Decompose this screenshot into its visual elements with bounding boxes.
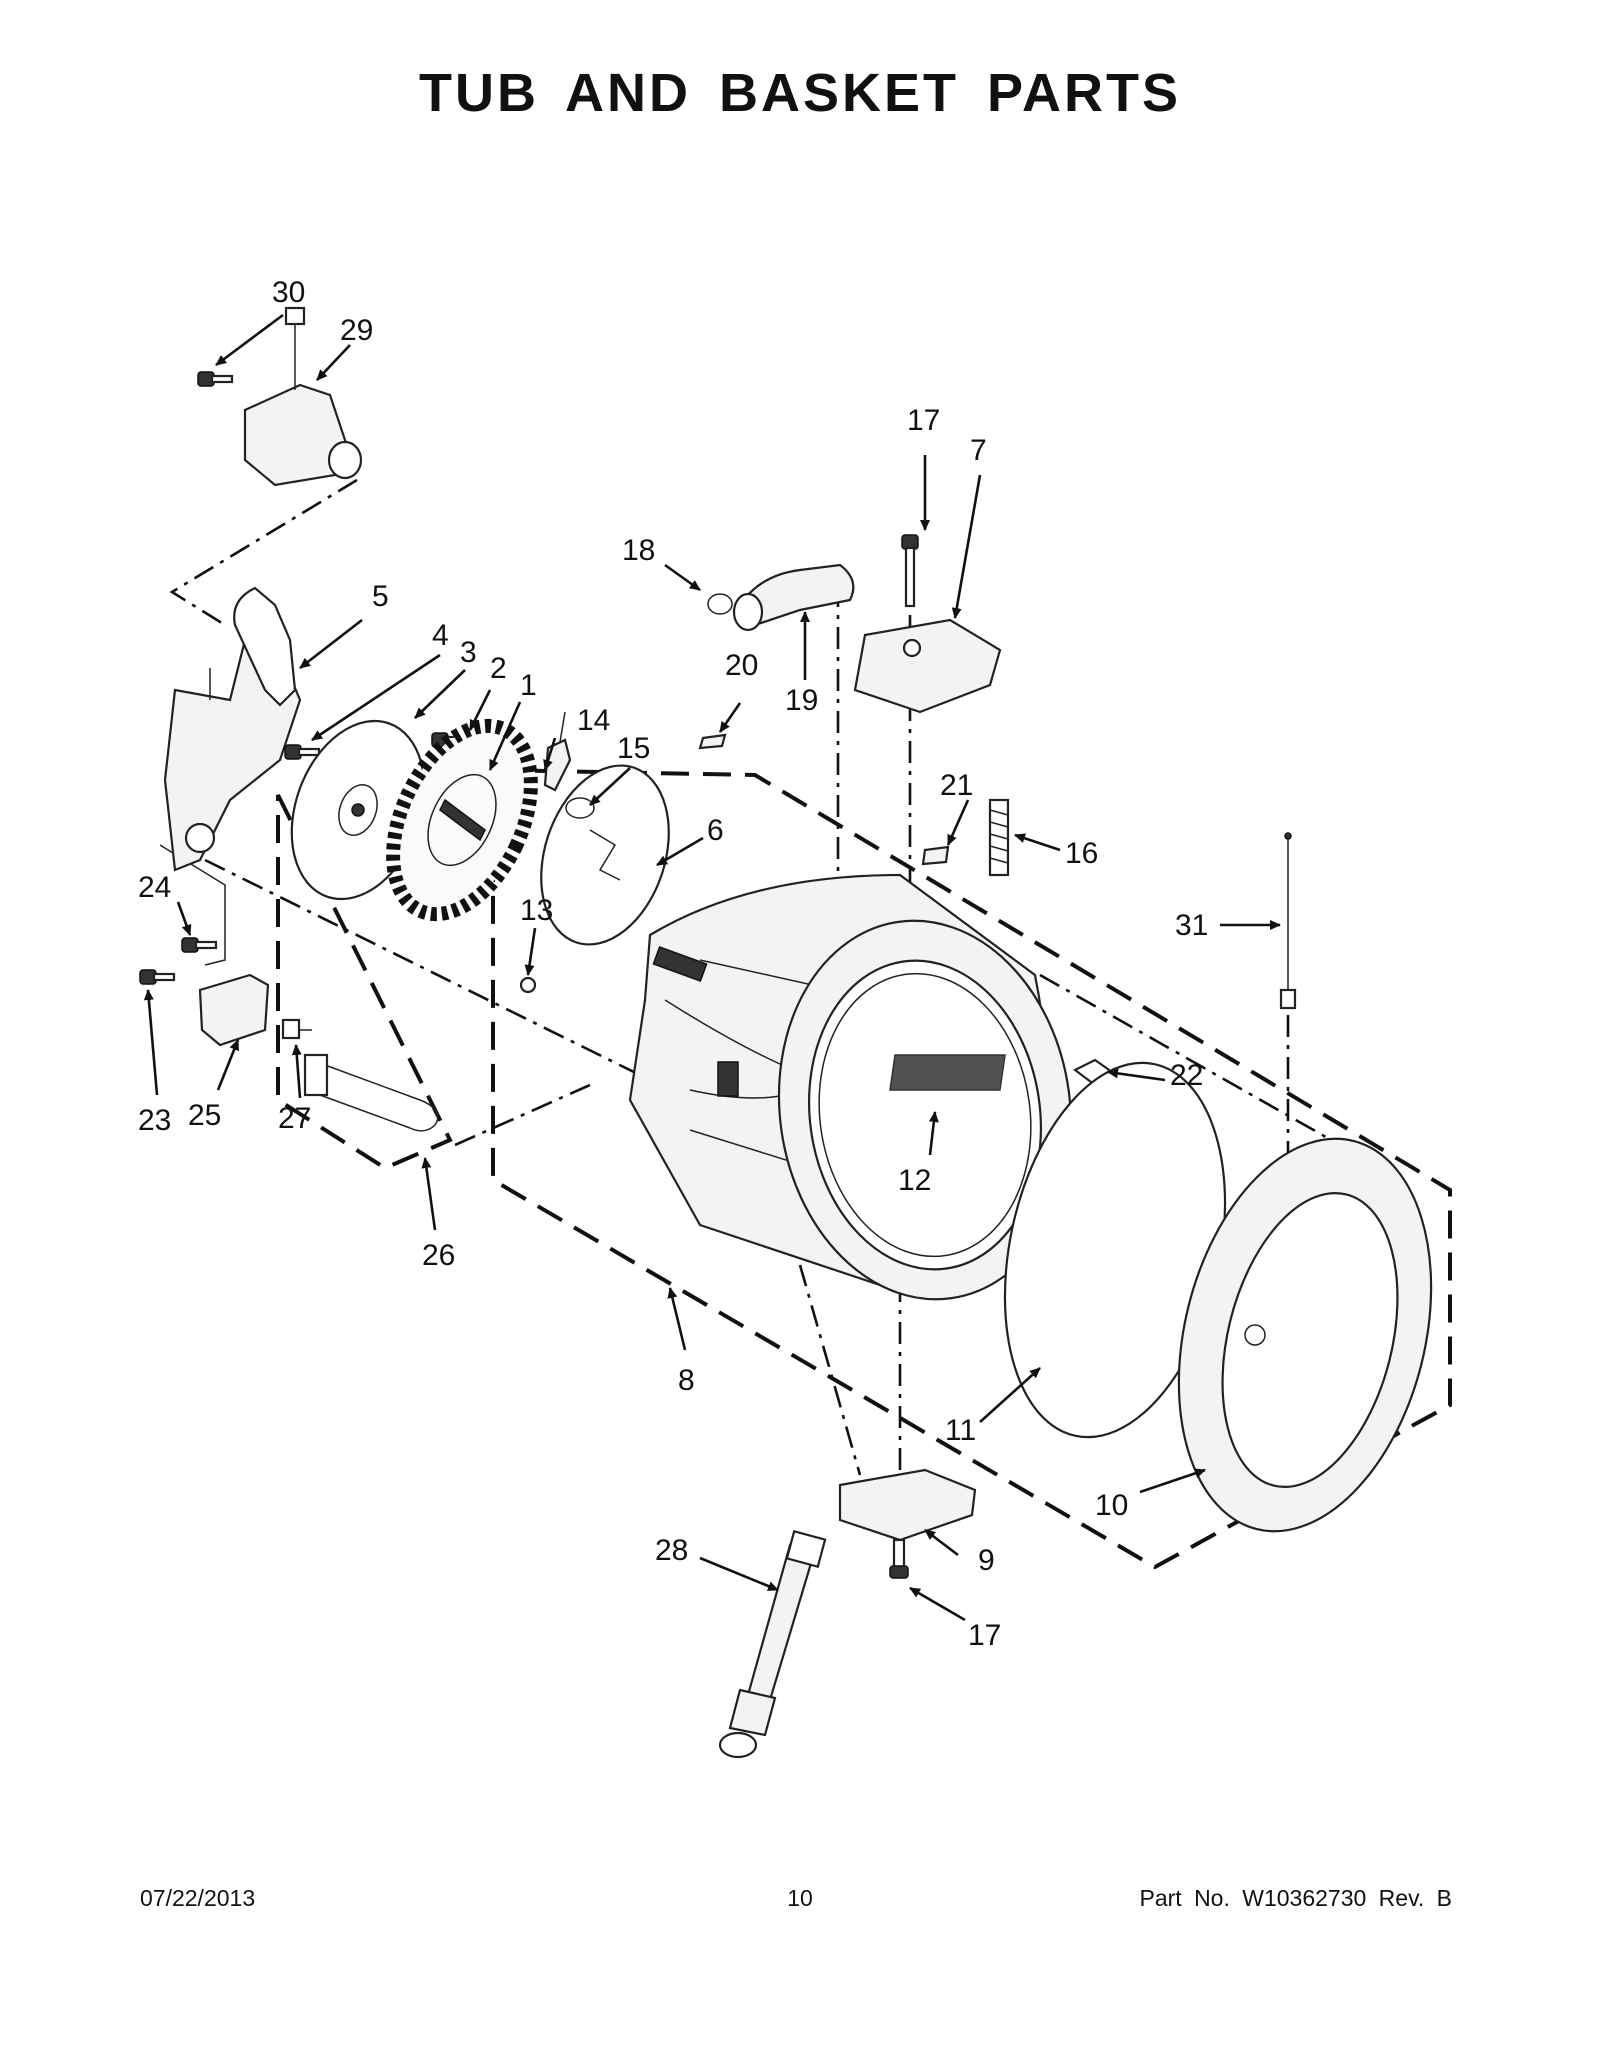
bolt-17-bottom <box>889 1538 909 1579</box>
heater-axis-line <box>454 1083 591 1147</box>
nut-13 <box>519 976 537 994</box>
callout-9: 9 <box>978 1544 995 1577</box>
callout-28: 28 <box>655 1534 688 1567</box>
callout-3: 3 <box>460 636 477 669</box>
callout-21: 21 <box>940 769 973 802</box>
callout-16: 16 <box>1065 837 1098 870</box>
shaft-alignment-line <box>798 1264 862 1476</box>
callout-27: 27 <box>278 1102 311 1135</box>
screw-23 <box>139 969 176 985</box>
callout-17-top: 17 <box>907 404 940 437</box>
foot-9 <box>838 1468 977 1542</box>
callout-8: 8 <box>678 1364 695 1397</box>
callout-4: 4 <box>432 619 449 652</box>
callout-5: 5 <box>372 580 389 613</box>
leader-arrows <box>143 313 1281 1622</box>
heater-outline <box>276 794 453 1171</box>
tub-weight-part <box>853 618 1002 714</box>
temp-sensor-27 <box>281 1018 312 1040</box>
callout-23: 23 <box>138 1104 171 1137</box>
clip-20 <box>698 733 727 750</box>
page-title: TUB AND BASKET PARTS <box>419 63 1181 123</box>
callout-20: 20 <box>725 649 758 682</box>
callout-25: 25 <box>188 1099 221 1132</box>
callout-11: 11 <box>945 1414 976 1447</box>
stator-part <box>386 718 538 922</box>
footer-part-number: Part No. W10362730 Rev. B <box>1139 1885 1453 1911</box>
clip-21 <box>921 845 950 866</box>
footer-page-number: 10 <box>787 1885 813 1911</box>
callout-17-bottom: 17 <box>968 1619 1001 1652</box>
drain-hose-part <box>707 563 855 632</box>
baffle-12 <box>889 1054 1006 1091</box>
callout-labels: 1 2 3 4 5 6 7 8 9 10 11 12 13 14 15 16 1… <box>138 276 1208 1652</box>
heater-bracket-25 <box>198 973 270 1047</box>
bolt-17-top <box>901 534 919 608</box>
tub-assembly-outline <box>491 767 1452 1570</box>
footer-date: 07/22/2013 <box>140 1885 256 1911</box>
callout-24: 24 <box>138 871 171 904</box>
heater-26 <box>303 1053 439 1132</box>
callout-2: 2 <box>490 652 507 685</box>
fastener-bracket <box>159 844 226 966</box>
callout-31: 31 <box>1175 909 1208 942</box>
wire-harness-14 <box>543 711 572 792</box>
callout-18: 18 <box>622 534 655 567</box>
sensor-31 <box>1279 832 1297 1010</box>
callout-15: 15 <box>617 732 650 765</box>
callout-6: 6 <box>707 814 724 847</box>
callout-13: 13 <box>520 894 553 927</box>
callout-29: 29 <box>340 314 373 347</box>
callout-12: 12 <box>898 1164 931 1197</box>
callout-1: 1 <box>520 669 537 702</box>
callout-26: 26 <box>422 1239 455 1272</box>
screw-24 <box>181 937 218 953</box>
drain-hose-bracket-part <box>163 586 302 872</box>
callout-22: 22 <box>1170 1059 1203 1092</box>
clamp-15 <box>565 797 595 819</box>
basket-front-part <box>777 919 1073 1301</box>
callout-19: 19 <box>785 684 818 717</box>
screw-4 <box>284 744 321 760</box>
damper-28 <box>718 1529 827 1759</box>
callout-10: 10 <box>1095 1489 1128 1522</box>
tub-seal-part <box>540 764 670 946</box>
front-axis-line <box>1039 973 1341 1147</box>
pressure-sensor-part <box>243 306 363 487</box>
spring-16 <box>988 798 1010 877</box>
callout-30: 30 <box>272 276 305 309</box>
hose-alignment-line <box>169 478 358 627</box>
callout-7: 7 <box>970 434 987 467</box>
callout-14: 14 <box>577 704 610 737</box>
screw-30 <box>197 371 234 387</box>
tub-front-ring-10 <box>1177 1137 1433 1533</box>
